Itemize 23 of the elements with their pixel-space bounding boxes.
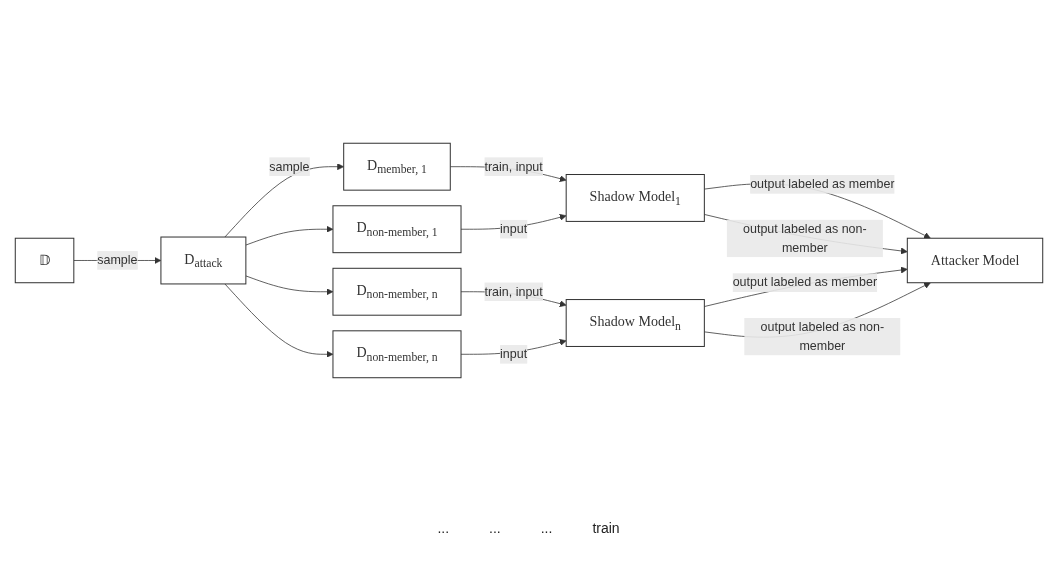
node-box: 𝔻 [14,237,74,283]
node-box: Shadow Model$_{n}$ [565,298,705,347]
edge-label: output labeled as member [732,275,877,289]
edge-label: train, input [483,284,543,298]
edge-label: sample [268,159,310,173]
node-box: D$_{non-member, n}$ [331,329,462,378]
edge-label: input [499,221,527,235]
node-box: D$_{non-member, 1}$ [331,204,462,253]
edge-label: input [499,346,527,361]
node-box: D$_{member, 1}$ [342,142,451,191]
node-box: D$_{non-member, n}$ [331,267,462,316]
node-box: Shadow Model$_{1}$ [565,173,705,222]
note-text: train [592,520,620,536]
edge-label: output labeled as non-member [760,319,884,352]
edge-label: output labeled as non-member [742,221,867,254]
node-box: D$_{attack}$ [159,236,246,284]
note-text: ... [489,520,501,536]
note-text: ... [437,520,450,536]
note-text: ... [540,520,553,536]
node-box: Attacker Model [906,237,1043,283]
edge-label: train, input [483,159,543,173]
edge-label: output labeled as member [749,176,895,191]
edge-label: sample [96,252,137,267]
